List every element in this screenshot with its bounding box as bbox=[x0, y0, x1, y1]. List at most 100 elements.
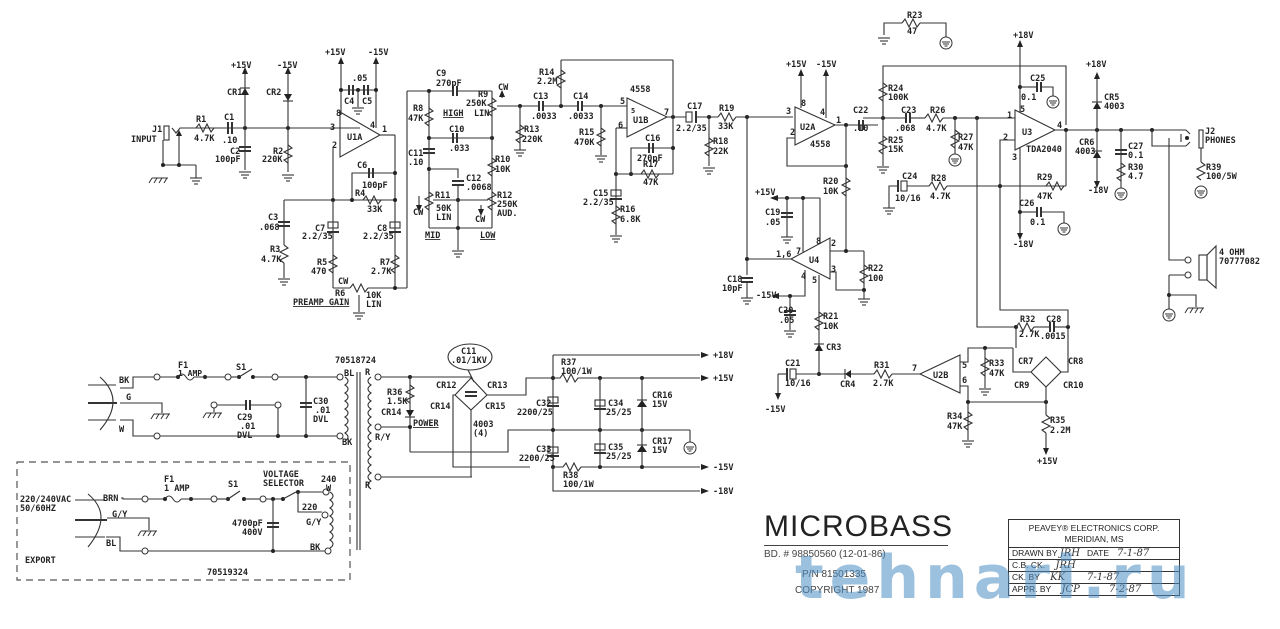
r14v-label: 2.2M bbox=[537, 77, 557, 87]
vsel1-label: VOLTAGE bbox=[263, 470, 299, 480]
drawn-by-initials: JRH bbox=[1059, 548, 1080, 559]
signal-ground-icon bbox=[1057, 222, 1071, 236]
transformer-secondary-icon bbox=[367, 376, 372, 490]
r11v1-label: 50K bbox=[436, 204, 452, 214]
pin1-label: 1 bbox=[382, 125, 387, 135]
r1v-label: 4.7K bbox=[194, 134, 215, 144]
terminal-icon bbox=[271, 373, 279, 381]
pin-number-label: 5 bbox=[962, 361, 967, 371]
wire bbox=[813, 311, 825, 331]
c5-label: C5 bbox=[362, 97, 372, 107]
rail-m18-label: -18V bbox=[713, 487, 733, 497]
mains-plug-icon bbox=[99, 376, 114, 431]
ground-icon bbox=[351, 107, 365, 115]
c22-label: C22 bbox=[853, 106, 868, 116]
r25v-label: 15K bbox=[888, 145, 904, 155]
c29v2-label: DVL bbox=[237, 431, 252, 441]
signal-ground-icon bbox=[1162, 308, 1176, 322]
appr-by-initials: JCP bbox=[1061, 584, 1080, 595]
c8-label: C8 bbox=[377, 224, 387, 234]
wire bbox=[423, 191, 435, 211]
r20-label: R20 bbox=[823, 177, 838, 187]
wire bbox=[238, 368, 253, 378]
terminal-icon bbox=[274, 401, 282, 409]
junction-dot bbox=[350, 198, 354, 202]
capacitor-plate bbox=[685, 111, 693, 123]
part-number: P/N 81501335 bbox=[802, 569, 866, 580]
wire bbox=[786, 137, 846, 167]
wire bbox=[873, 368, 893, 380]
bk-label: BK bbox=[119, 376, 130, 386]
spk2-label: 70777082 bbox=[1219, 257, 1260, 267]
terminal-icon bbox=[336, 432, 344, 440]
c35v-label: 25/25 bbox=[606, 452, 632, 462]
r9v2-label: LIN bbox=[474, 109, 489, 119]
opamp-u2a bbox=[794, 106, 837, 146]
gy2-label: G/Y bbox=[306, 518, 322, 528]
component-symbol bbox=[406, 410, 414, 417]
component-symbol bbox=[1093, 102, 1101, 109]
c9-label: C9 bbox=[436, 69, 446, 79]
r10v-label: 10K bbox=[495, 165, 511, 175]
export-dashed-box bbox=[16, 461, 351, 581]
c13v-label: .0033 bbox=[531, 112, 557, 122]
ck-by-row: CK. BY KK 7-1-87 bbox=[1009, 572, 1179, 584]
u1a-label: U1A bbox=[347, 133, 362, 143]
wire bbox=[1012, 348, 1031, 373]
r27-label: R27 bbox=[958, 133, 973, 143]
r34v-label: 47K bbox=[947, 422, 963, 432]
resistor-r1 bbox=[195, 122, 215, 134]
c45v-label: .05 bbox=[352, 74, 367, 84]
arrow-icon bbox=[338, 57, 344, 64]
wire bbox=[121, 497, 143, 500]
cr10-label: CR10 bbox=[1063, 381, 1083, 391]
p15-label: +15V bbox=[755, 188, 775, 198]
wire bbox=[1045, 180, 1065, 192]
wire bbox=[999, 186, 1069, 327]
c24v-label: 10/16 bbox=[895, 194, 921, 204]
wire bbox=[486, 191, 498, 211]
c19v-label: .05 bbox=[765, 218, 780, 228]
r5v-label: 470 bbox=[311, 267, 326, 277]
p15-label: +15V bbox=[1037, 457, 1057, 467]
pin-number-label: 8 bbox=[816, 237, 821, 247]
wire bbox=[410, 429, 526, 453]
ground-icon bbox=[783, 330, 797, 338]
wire bbox=[553, 461, 700, 473]
r1-label: R1 bbox=[196, 115, 206, 125]
c32v-label: 2200/25 bbox=[517, 408, 553, 418]
cr16-label: CR16 bbox=[652, 391, 672, 401]
s1-label: S1 bbox=[236, 363, 246, 373]
wire bbox=[703, 137, 715, 157]
pin-number-label: 2 bbox=[1003, 133, 1008, 143]
ground-icon bbox=[780, 236, 794, 244]
arrow-icon bbox=[701, 375, 709, 381]
pin5-label: 5 bbox=[631, 107, 635, 115]
wire bbox=[227, 490, 241, 500]
pin-number-label: 4 bbox=[820, 108, 825, 118]
wire bbox=[1195, 161, 1207, 181]
c11v-label: .01/1KV bbox=[451, 356, 487, 366]
ground-icon bbox=[882, 207, 896, 215]
wire bbox=[327, 254, 339, 274]
wire bbox=[106, 536, 143, 552]
wire bbox=[362, 194, 382, 206]
wire bbox=[177, 373, 195, 381]
c16v-label: 270pF bbox=[637, 154, 663, 164]
ry-label: R/Y bbox=[375, 433, 391, 443]
wire bbox=[120, 402, 163, 413]
c25-label: C25 bbox=[1030, 74, 1045, 84]
component-symbol bbox=[284, 94, 292, 101]
wire bbox=[640, 168, 660, 180]
r27v-label: 47K bbox=[958, 143, 974, 153]
c2v-label: 100pF bbox=[215, 155, 241, 165]
r33-label: R33 bbox=[989, 359, 1004, 369]
c16-label: C16 bbox=[645, 134, 660, 144]
wire bbox=[282, 491, 297, 500]
r8-label: R8 bbox=[413, 104, 423, 114]
chassis-ground-icon bbox=[148, 177, 169, 184]
wire bbox=[840, 177, 852, 197]
wire bbox=[487, 377, 553, 396]
